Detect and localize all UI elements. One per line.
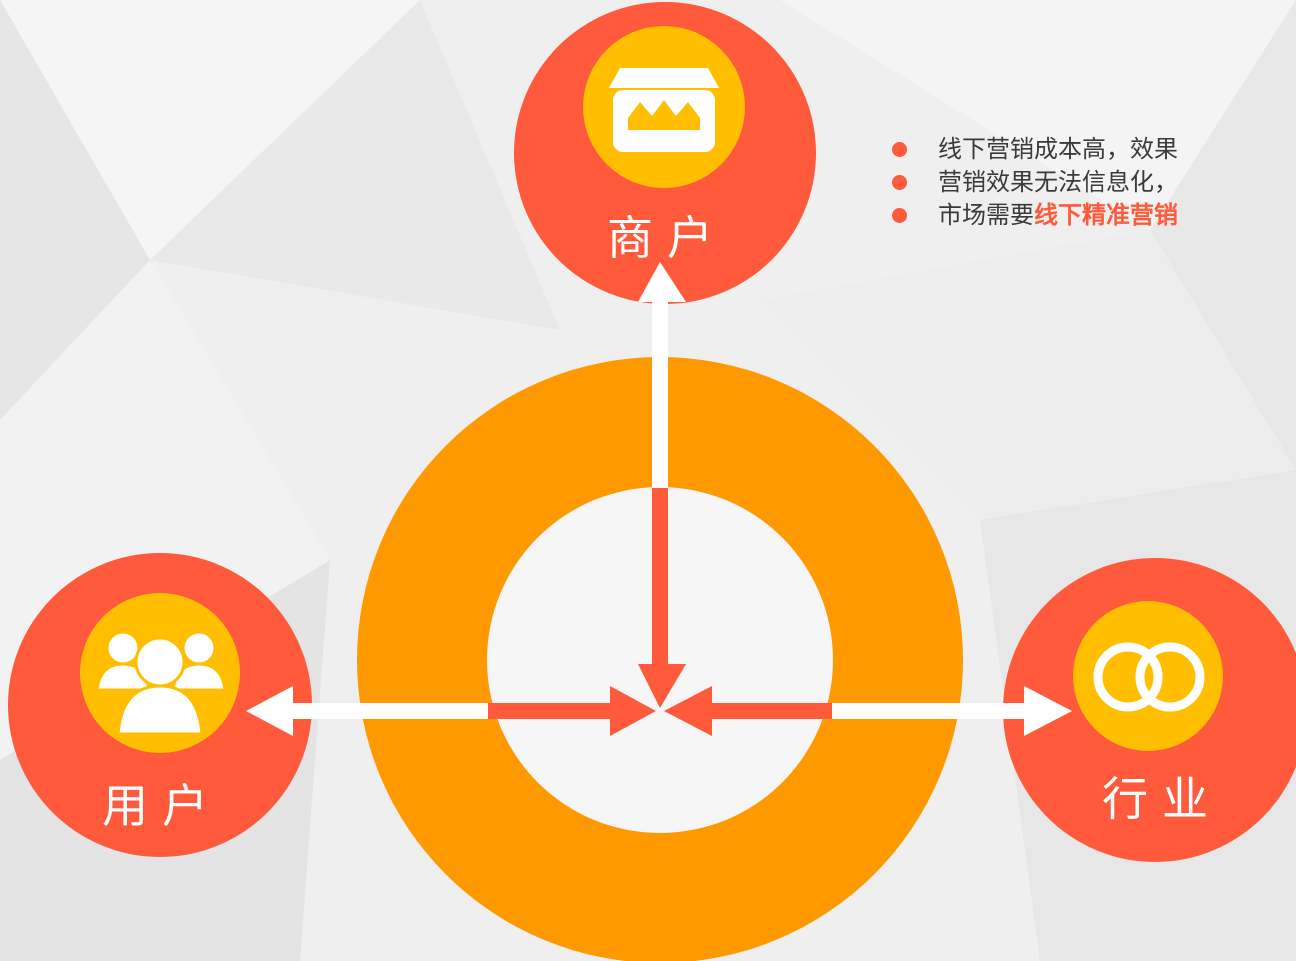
arrow-user-link xyxy=(246,686,656,736)
bullet-dot xyxy=(892,142,907,157)
merchant-label: 商户 xyxy=(607,211,727,265)
bullet-dot xyxy=(892,175,907,190)
bullet-text: 线下营销成本高，效果 xyxy=(938,135,1178,163)
bullet-item: 营销效果无法信息化， xyxy=(890,166,1296,199)
bullet-list: 线下营销成本高，效果 营销效果无法信息化， 市场需要线下精准营销 xyxy=(890,133,1296,232)
user-label: 用户 xyxy=(102,779,222,833)
storefront-icon xyxy=(609,68,719,152)
bullet-text: 市场需要 xyxy=(938,201,1034,229)
arrow-merchant-link xyxy=(638,262,686,708)
interlocked-rings-icon xyxy=(1093,642,1205,712)
people-group-icon xyxy=(95,630,227,736)
bullet-dot xyxy=(892,208,907,223)
arrow-industry-link xyxy=(664,686,1072,736)
bullet-item: 线下营销成本高，效果 xyxy=(890,133,1296,166)
bullet-item: 市场需要线下精准营销 xyxy=(890,199,1296,232)
industry-label: 行业 xyxy=(1102,772,1222,826)
bullet-text: 营销效果无法信息化， xyxy=(938,168,1178,196)
bullet-highlight: 线下精准营销 xyxy=(1034,201,1178,229)
industry-icon-bg xyxy=(1073,601,1223,751)
